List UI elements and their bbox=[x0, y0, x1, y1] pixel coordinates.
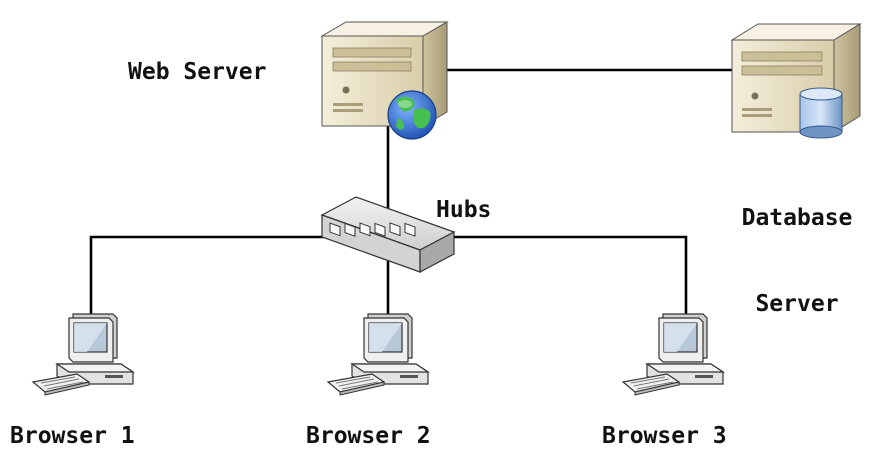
hub-icon bbox=[320, 196, 456, 273]
browser-1-label: Browser 1 bbox=[10, 423, 135, 449]
browser-3-icon bbox=[622, 313, 724, 396]
database-server-label-line-2: Server bbox=[755, 290, 839, 317]
database-server-label-line-1: Database bbox=[741, 204, 853, 231]
browser-1-icon bbox=[32, 313, 134, 396]
web-server-icon bbox=[320, 21, 449, 127]
browser-3-label: Browser 3 bbox=[602, 423, 727, 449]
hubs-label: Hubs bbox=[436, 197, 492, 223]
globe-icon bbox=[387, 90, 437, 140]
database-server-label: Database Server bbox=[712, 146, 871, 347]
database-cylinder-icon bbox=[799, 87, 843, 139]
browser-2-icon bbox=[327, 313, 429, 396]
browser-2-label: Browser 2 bbox=[306, 423, 431, 449]
web-server-label: Web Server bbox=[128, 59, 267, 85]
